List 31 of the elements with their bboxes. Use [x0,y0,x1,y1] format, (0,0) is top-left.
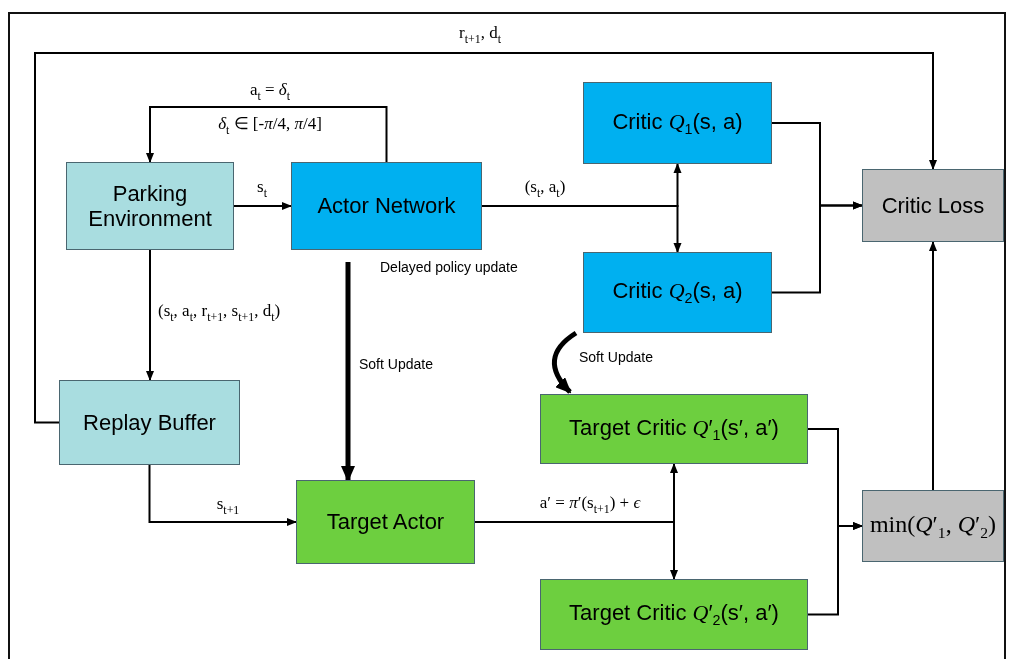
process-box: Replay Buffer [59,380,240,465]
arrow [474,521,678,580]
process-box: Target Critic Q′$_{1}$(s′, a′) [540,394,808,464]
arrow [233,202,292,210]
process-box: Critic Loss [862,169,1004,242]
arrow [807,522,863,616]
edge-label: Soft Update [577,350,655,366]
edge-label: (s$_{t}$, a$_{t}$, r$_{t+1}$, s$_{t+1}$, d$_{t}$) [156,302,283,324]
edge-label: (s$_{t}$, a$_{t}$) [522,178,568,200]
arrow [771,201,863,294]
edge-label: r$_{t+1}$, d$_{t}$ [457,24,503,46]
edge-label: a$_{t}$ = δ$_{t}$ [247,81,293,103]
arrow [148,464,297,526]
note-label: δ$_{t}$ ∈ [-π/4, π/4] [216,115,324,137]
thick-arrow [341,262,355,482]
process-box: Critic Q$_{1}$(s, a) [583,82,772,164]
process-box: Actor Network [291,162,482,250]
arrow [146,106,388,163]
process-box: Parking Environment [66,162,234,250]
process-box: Target Actor [296,480,475,564]
arrow [481,205,682,253]
note-label: Delayed policy update [378,260,520,276]
process-box: Critic Q$_{2}$(s, a) [583,252,772,333]
edge-label: Soft Update [357,357,435,373]
process-box: min(Q′$_{1}$, Q′$_{2}$) [862,490,1004,562]
thick-arrow [552,330,578,394]
process-box: Target Critic Q′$_{2}$(s′, a′) [540,579,808,650]
arrow [34,52,937,424]
arrow [146,249,154,381]
edge-label: a′ = π′(s$_{t+1}$) + ϵ [537,494,643,516]
arrow [929,241,937,491]
